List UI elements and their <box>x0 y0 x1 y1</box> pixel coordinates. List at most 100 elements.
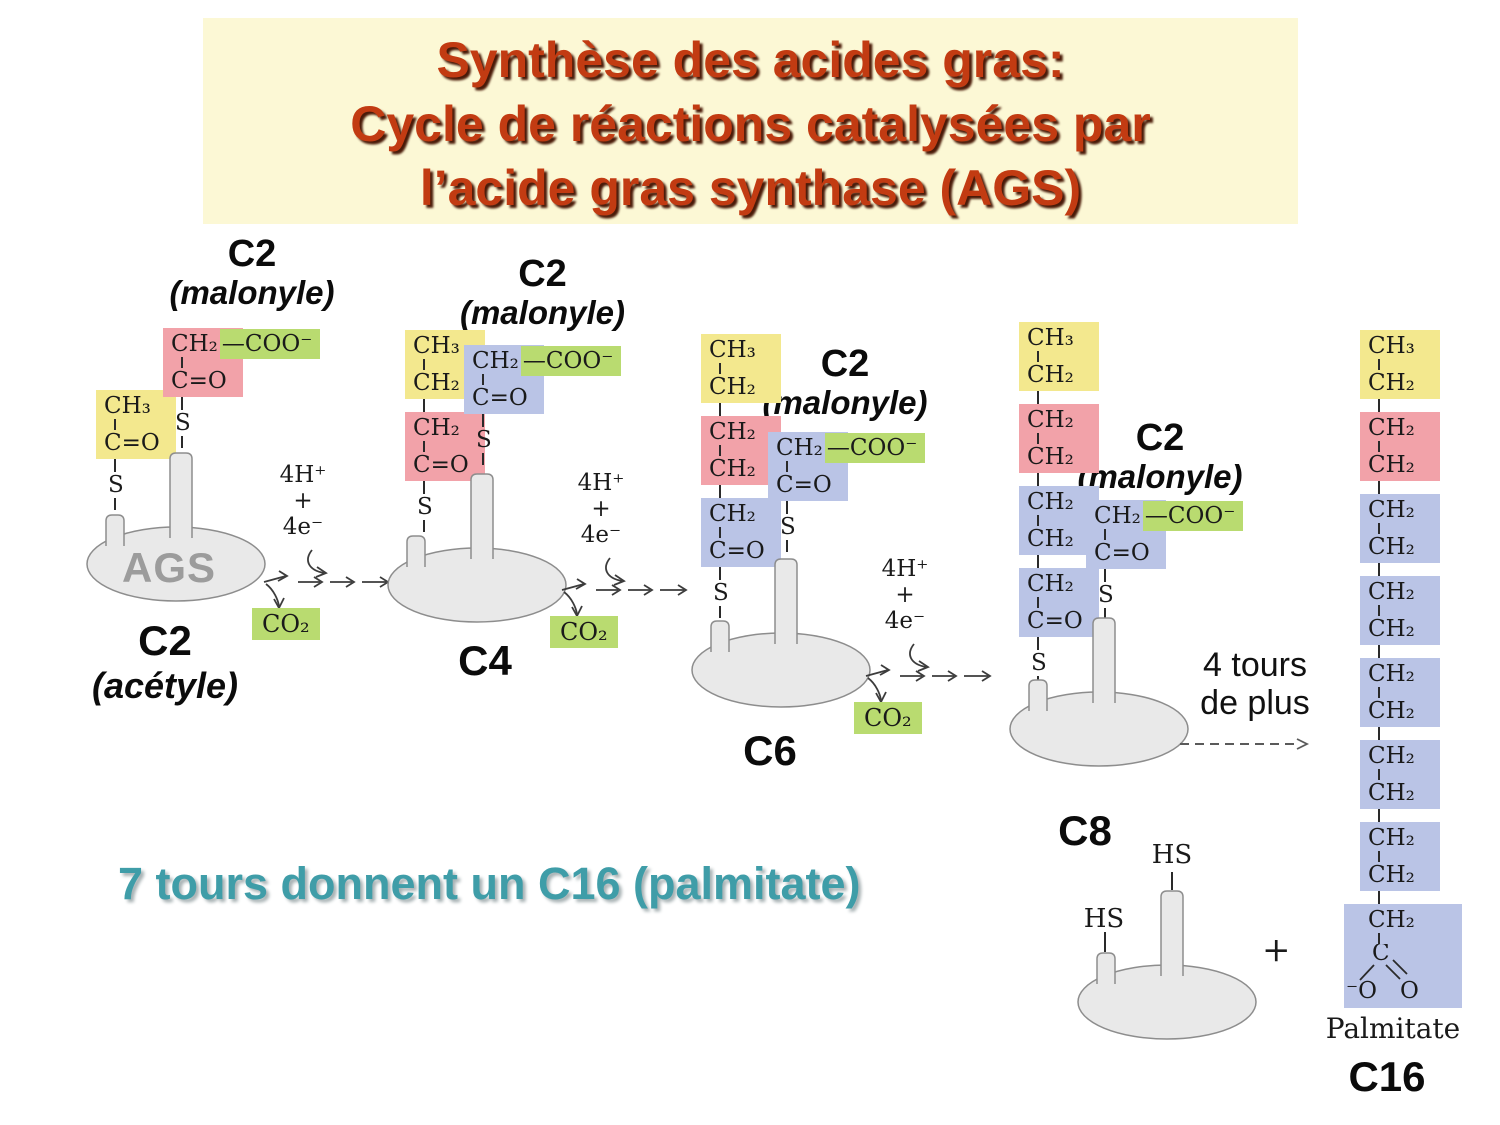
stage1-c2: C2 <box>138 617 192 664</box>
malonyl-box: CH₂ —COO⁻ C=O <box>464 345 622 414</box>
atom-ch2: CH₂ <box>1368 452 1415 478</box>
bond-line <box>1037 597 1039 608</box>
stage2-label: C4 <box>420 638 550 684</box>
bond-line <box>423 399 425 412</box>
bond-line <box>719 527 721 538</box>
stage1-malonyl-heading: C2 (malonyle) <box>162 234 342 312</box>
acetyl-box: CH₃ C=O <box>96 390 176 459</box>
atom-ch3: CH₃ <box>413 333 460 359</box>
bond-line <box>1378 605 1380 616</box>
reaction-arrows-icon <box>865 643 992 704</box>
ags-label: AGS <box>122 544 217 591</box>
bond-line <box>1037 515 1039 526</box>
palmitate-carboxyl-box: CH₂ C ⁻O O <box>1344 904 1462 1008</box>
atom-co: C=O <box>472 385 528 411</box>
stage1-label: C2 (acétyle) <box>70 618 260 708</box>
atom-ch2: CH₂ <box>1027 571 1074 597</box>
bond-line <box>1378 359 1380 370</box>
c8-pink-box: CH₂ CH₂ <box>1019 404 1099 473</box>
carboxylate-group-icon: C ⁻O O <box>1346 944 1419 1002</box>
c6-blue-box: CH₂ C=O <box>701 498 781 567</box>
heading-c2: C2 <box>1135 417 1185 459</box>
bond-line <box>1378 687 1380 698</box>
stage4-label: C8 <box>1020 808 1150 854</box>
stage3-malonyl-heading: C2 (malonyle) <box>750 344 940 422</box>
more-rounds-text: 4 tours de plus <box>1180 646 1330 722</box>
enzyme-blob-3 <box>691 558 871 708</box>
heading-malonyle: (malonyle) <box>169 274 335 311</box>
atom-co: C=O <box>1027 608 1083 634</box>
title-line-2: Cycle de réactions catalysées par <box>350 96 1151 152</box>
atom-s: S <box>175 410 191 436</box>
atom-co: C=O <box>413 452 469 478</box>
plus-sign: + <box>1262 930 1291 970</box>
bond-line <box>114 498 116 510</box>
reaction-arrows-icon <box>561 557 688 618</box>
bond-line <box>482 374 484 385</box>
atom-ch3: CH₃ <box>1368 333 1415 359</box>
bond-line <box>423 520 425 532</box>
c4-pink-box: CH₂ C=O <box>405 412 485 481</box>
bond-line <box>114 459 116 472</box>
cofactor-plus: + <box>591 496 611 522</box>
c8-yellow-box: CH₃ CH₂ <box>1019 322 1099 391</box>
atom-ch2: CH₂ <box>472 348 519 374</box>
atom-coo: —COO⁻ <box>219 329 321 359</box>
malonyl-box: CH₂ —COO⁻ C=O <box>768 432 926 501</box>
atom-ch2: CH₂ <box>1027 526 1074 552</box>
atom-s: S <box>713 580 729 606</box>
bond-line <box>482 453 484 465</box>
bond-line <box>719 445 721 456</box>
atom-ch2: CH₂ <box>1368 415 1415 441</box>
atom-co: C=O <box>104 430 160 456</box>
bond-line <box>1037 555 1039 568</box>
title-line-1: Synthèse des acides gras: <box>436 32 1065 88</box>
bond-line <box>1378 441 1380 452</box>
cofactor-4e: 4e⁻ <box>282 514 324 540</box>
palmitate-blue-box-3: CH₂ CH₂ <box>1360 658 1440 727</box>
atom-coo: —COO⁻ <box>1142 501 1244 531</box>
atom-ch2: CH₂ <box>1027 489 1074 515</box>
malonyl-top-row: CH₂ —COO⁻ <box>776 433 926 463</box>
bond-line <box>1104 569 1106 582</box>
bond-line <box>1037 637 1039 650</box>
malonyl-box: CH₂ —COO⁻ C=O <box>1086 500 1244 569</box>
reaction-step-2: 4H⁺ + 4e⁻ CO₂ <box>548 470 718 660</box>
atom-ch3: CH₃ <box>104 393 151 419</box>
atom-ch2: CH₂ <box>709 419 756 445</box>
bond-line <box>1378 933 1380 944</box>
acyl-chain-c6: CH₃ CH₂ CH₂ CH₂ CH₂ C=O S <box>701 334 781 618</box>
acyl-chain-c8: CH₃ CH₂ CH₂ CH₂ CH₂ CH₂ CH₂ C=O S <box>1019 322 1099 688</box>
title-box: Synthèse des acides gras: Cycle de réact… <box>203 18 1298 224</box>
bond-line <box>423 359 425 370</box>
bond-line <box>1037 391 1039 404</box>
acyl-chain-c4: CH₃ CH₂ CH₂ C=O S <box>405 330 485 532</box>
atom-coo: —COO⁻ <box>824 433 926 463</box>
stage3-c6: C6 <box>743 727 797 774</box>
malonyl-box: CH₂ —COO⁻ C=O <box>163 328 321 397</box>
atom-ch2: CH₂ <box>1368 698 1415 724</box>
bond-line <box>1104 932 1106 952</box>
bond-line <box>1104 608 1106 620</box>
enzyme-blob-4 <box>1009 617 1189 767</box>
heading-malonyle: (malonyle) <box>1077 458 1243 495</box>
bond-line <box>1378 523 1380 534</box>
atom-co: C=O <box>171 368 227 394</box>
bond-line <box>1378 645 1380 658</box>
atom-s: S <box>780 514 796 540</box>
atom-s: S <box>1098 582 1114 608</box>
atom-ch2: CH₂ <box>413 415 460 441</box>
bond-line <box>181 397 183 410</box>
atom-ch3: CH₃ <box>1027 325 1074 351</box>
atom-ch3: CH₃ <box>709 337 756 363</box>
bond-line <box>786 540 788 552</box>
cofactor-4h: 4H⁺ <box>881 556 929 582</box>
atom-ch2: CH₂ <box>1368 497 1415 523</box>
summary-note: 7 tours donnent un C16 (palmitate) <box>118 858 861 909</box>
atom-ch2: CH₂ <box>1368 534 1415 560</box>
palmitate-blue-box-2: CH₂ CH₂ <box>1360 576 1440 645</box>
atom-co: C=O <box>709 538 765 564</box>
palmitate-pink-box: CH₂ CH₂ <box>1360 412 1440 481</box>
reaction-step-1: 4H⁺ + 4e⁻ CO₂ <box>250 462 420 652</box>
bond-line <box>786 461 788 472</box>
